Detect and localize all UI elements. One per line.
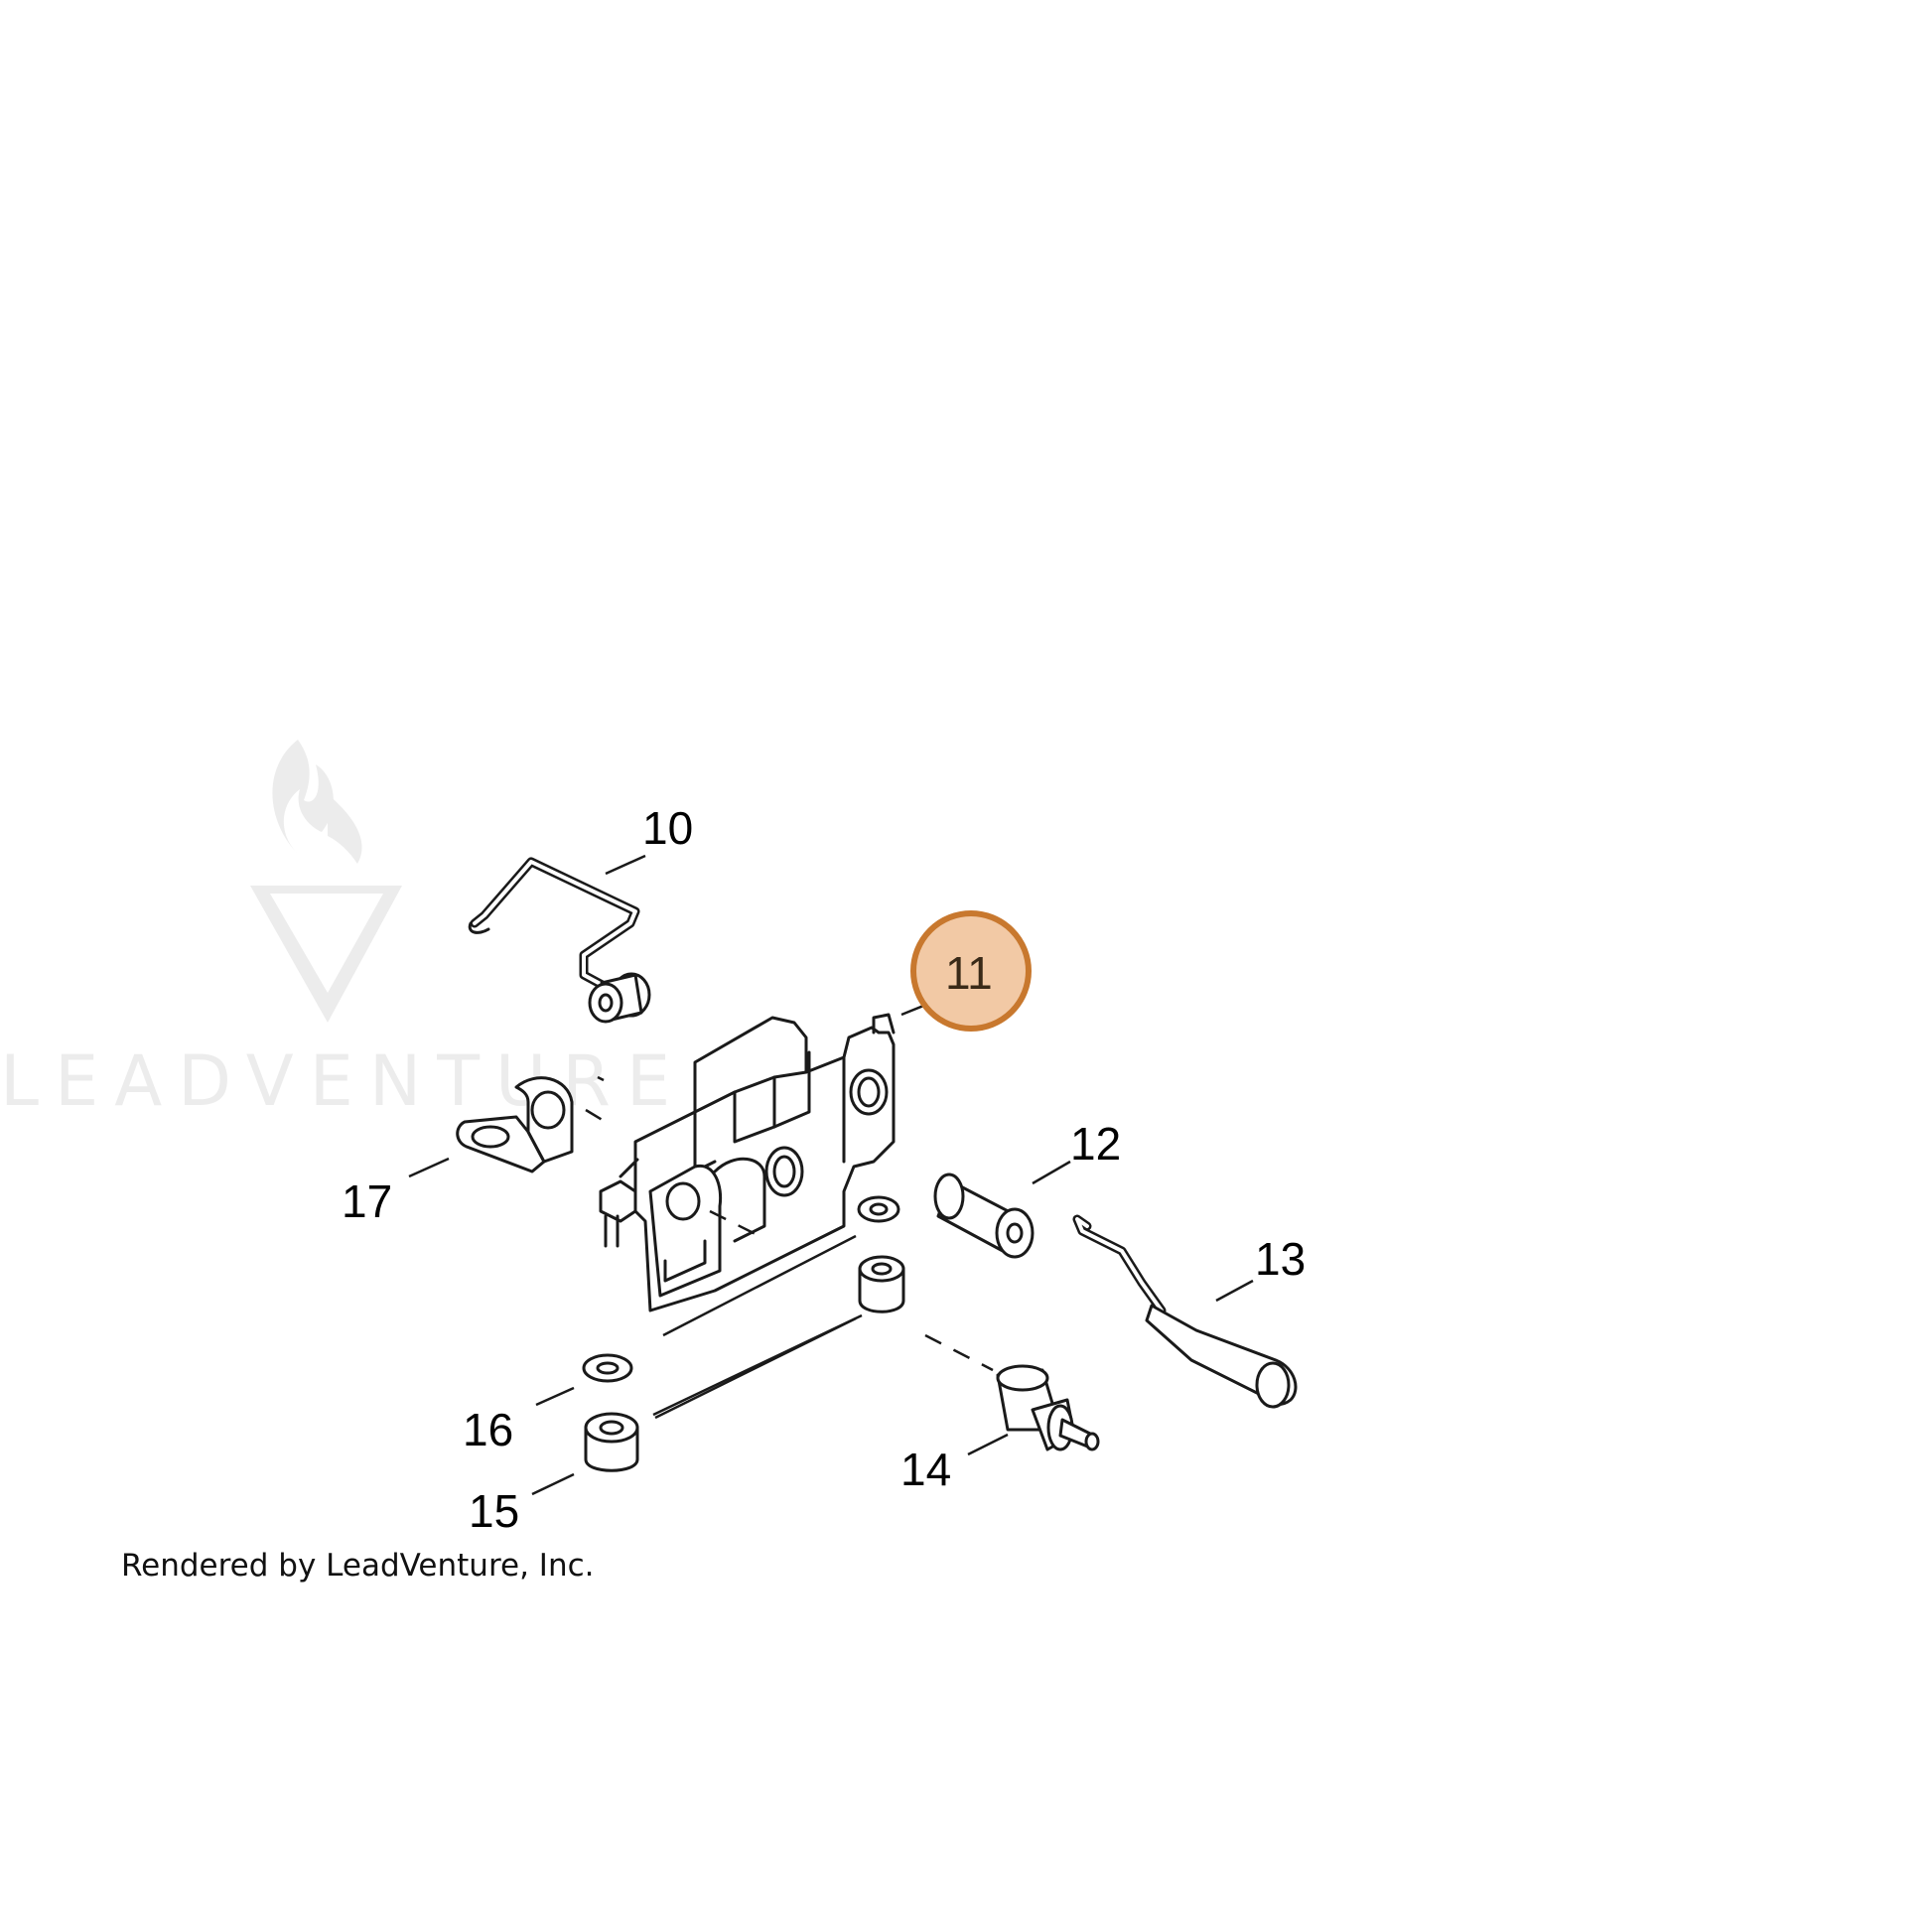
watermark-text: LEADVENTURE (0, 1040, 686, 1122)
part-12-roller[interactable] (933, 1173, 1035, 1259)
credit-text: Rendered by LeadVenture, Inc. (121, 1548, 595, 1584)
part-11-latch-housing[interactable] (599, 1013, 896, 1312)
watermark: LEADVENTURE (0, 740, 686, 1122)
callout-11-highlight (910, 910, 1032, 1032)
callout-16[interactable]: 16 (463, 1404, 513, 1455)
callout-15[interactable]: 15 (469, 1485, 519, 1537)
part-15-bushing[interactable] (584, 1255, 905, 1472)
callout-11[interactable]: 11 (945, 947, 993, 999)
part-10-grommet (588, 972, 651, 1024)
callouts: 10 11 12 13 14 15 16 17 (342, 802, 1306, 1537)
callout-14[interactable]: 14 (900, 1444, 951, 1495)
callout-12[interactable]: 12 (1070, 1118, 1121, 1170)
callout-10[interactable]: 10 (642, 802, 693, 854)
part-14-plunger[interactable] (996, 1364, 1100, 1451)
part-13-lever[interactable] (1072, 1214, 1298, 1409)
callout-13[interactable]: 13 (1255, 1233, 1306, 1285)
part-16-washer[interactable] (582, 1195, 900, 1383)
part-10-wire-rod[interactable] (468, 857, 651, 1024)
part-17-bracket[interactable] (456, 1076, 574, 1173)
leader-lines (408, 854, 1254, 1496)
callout-17[interactable]: 17 (342, 1175, 392, 1227)
